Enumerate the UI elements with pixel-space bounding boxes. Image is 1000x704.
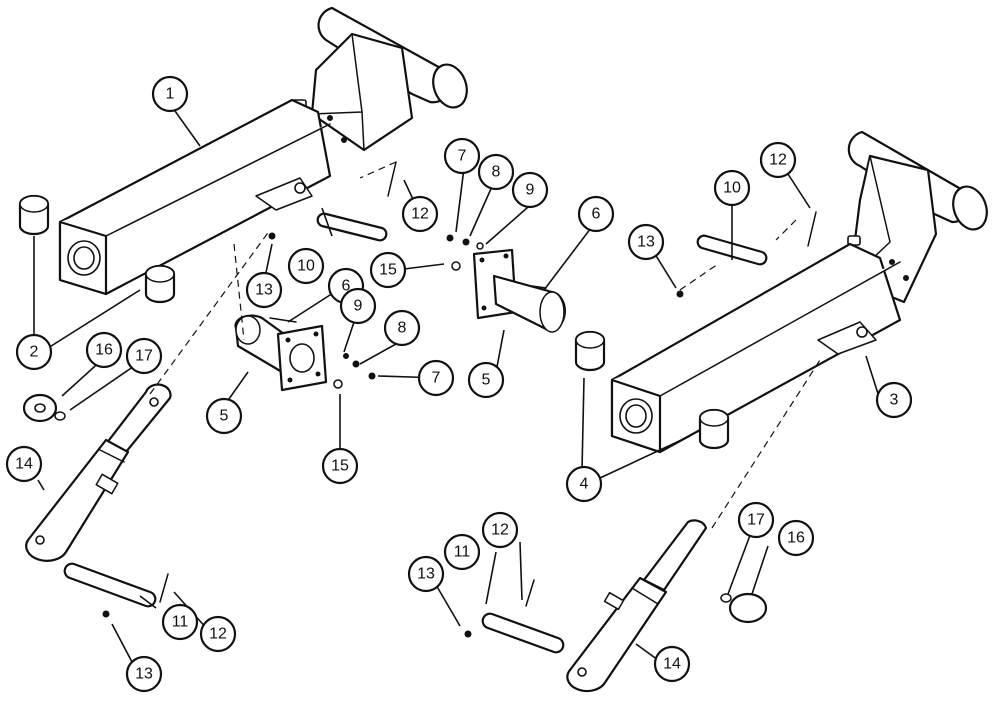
callout-5-left: 5 <box>205 397 243 435</box>
svg-text:11: 11 <box>454 544 471 561</box>
callout-12-c: 12 <box>199 615 237 653</box>
svg-text:13: 13 <box>255 282 273 299</box>
svg-text:14: 14 <box>663 656 681 673</box>
callout-8-top: 8 <box>477 153 515 191</box>
bushing-right-upper <box>574 330 606 372</box>
svg-text:6: 6 <box>342 278 351 295</box>
callout-5-right: 5 <box>467 361 505 399</box>
callout-11-left: 11 <box>161 603 199 641</box>
bushing-right-lower <box>698 408 730 450</box>
svg-text:16: 16 <box>787 530 805 547</box>
svg-text:16: 16 <box>95 342 113 359</box>
svg-text:7: 7 <box>432 370 441 387</box>
hardware <box>102 161 817 638</box>
callout-16-left: 16 <box>85 331 123 369</box>
svg-text:5: 5 <box>482 372 491 389</box>
callout-9-top: 9 <box>511 171 549 209</box>
bushing-left-upper <box>18 194 50 236</box>
callout-12-d: 12 <box>481 511 519 549</box>
centerlines <box>149 161 821 529</box>
svg-text:3: 3 <box>890 392 899 409</box>
callout-17-left: 17 <box>125 337 163 375</box>
callout-8-bottom: 8 <box>383 309 421 347</box>
callout-3: 3 <box>875 381 913 419</box>
callout-12-b: 12 <box>759 141 797 179</box>
end-cap-left <box>22 393 66 423</box>
callout-7-bottom: 7 <box>417 359 455 397</box>
callout-15-top: 15 <box>369 251 407 289</box>
svg-text:10: 10 <box>723 180 741 197</box>
svg-text:15: 15 <box>331 458 349 475</box>
svg-text:12: 12 <box>209 626 227 643</box>
svg-text:17: 17 <box>747 512 765 529</box>
svg-text:13: 13 <box>135 666 153 683</box>
bushing-left-lower <box>144 264 176 304</box>
svg-text:11: 11 <box>172 614 189 631</box>
left-frame-arm <box>58 6 468 296</box>
svg-text:17: 17 <box>135 348 153 365</box>
callout-10-right: 10 <box>713 169 751 207</box>
svg-text:5: 5 <box>220 408 229 425</box>
svg-text:8: 8 <box>492 164 501 181</box>
callout-7-top: 7 <box>443 137 481 175</box>
mount-plate-right <box>472 248 566 333</box>
svg-text:13: 13 <box>417 566 435 583</box>
cylinder-right <box>566 519 708 693</box>
svg-text:8: 8 <box>398 320 407 337</box>
callout-10-left: 10 <box>287 247 325 285</box>
end-cap-right <box>720 592 768 624</box>
callout-14-right: 14 <box>653 645 691 683</box>
callout-2: 2 <box>15 333 53 371</box>
cylinder-left <box>25 383 172 562</box>
svg-text:14: 14 <box>15 456 33 473</box>
pin-11-right <box>481 612 565 654</box>
svg-text:2: 2 <box>30 344 39 361</box>
callout-14-left: 14 <box>5 445 43 483</box>
callout-13-a: 13 <box>245 271 283 309</box>
callout-15-bottom: 15 <box>321 447 359 485</box>
callout-13-b: 13 <box>627 223 665 261</box>
right-frame-arm <box>610 130 988 454</box>
svg-text:7: 7 <box>458 148 467 165</box>
svg-text:9: 9 <box>354 298 363 315</box>
svg-text:13: 13 <box>637 234 655 251</box>
svg-text:4: 4 <box>580 476 589 493</box>
svg-text:1: 1 <box>166 86 175 103</box>
callout-16-right: 16 <box>777 519 815 557</box>
callout-12-a: 12 <box>401 195 439 233</box>
svg-text:12: 12 <box>491 522 509 539</box>
svg-text:9: 9 <box>526 182 535 199</box>
pin-10-left <box>316 212 388 242</box>
svg-text:6: 6 <box>592 206 601 223</box>
callout-4: 4 <box>565 465 603 503</box>
svg-text:12: 12 <box>769 152 787 169</box>
callout-9-bottom: 9 <box>339 287 377 325</box>
callout-1: 1 <box>151 75 189 113</box>
svg-text:10: 10 <box>297 258 315 275</box>
callout-6-right: 6 <box>577 195 615 233</box>
callout-13-c: 13 <box>125 655 163 693</box>
svg-text:12: 12 <box>411 206 429 223</box>
mount-plate-left <box>234 314 328 392</box>
callout-13-d: 13 <box>407 555 445 593</box>
callout-17-right: 17 <box>737 501 775 539</box>
pin-11-left <box>63 562 157 608</box>
svg-text:15: 15 <box>379 262 397 279</box>
callout-11-right: 11 <box>443 533 481 571</box>
